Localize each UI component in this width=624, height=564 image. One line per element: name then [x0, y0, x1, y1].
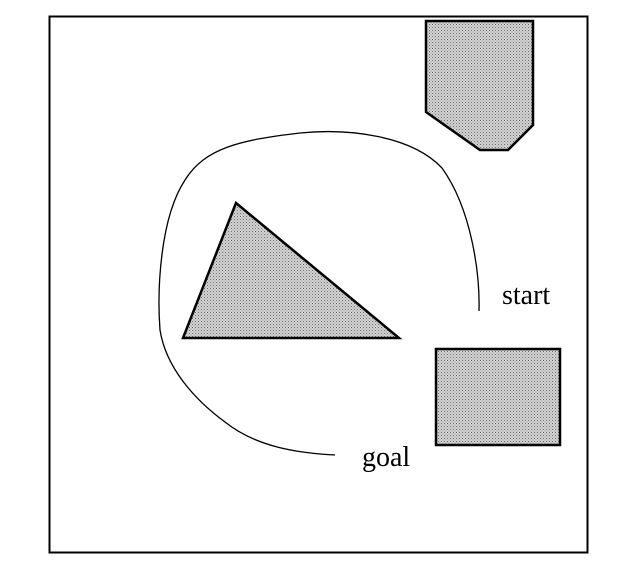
pentagon-obstacle	[424, 19, 535, 152]
triangle-obstacle	[181, 200, 403, 340]
start-label: start	[502, 280, 550, 311]
rectangle-obstacle	[434, 347, 562, 447]
goal-label: goal	[362, 442, 410, 473]
planned-path	[158, 131, 480, 456]
